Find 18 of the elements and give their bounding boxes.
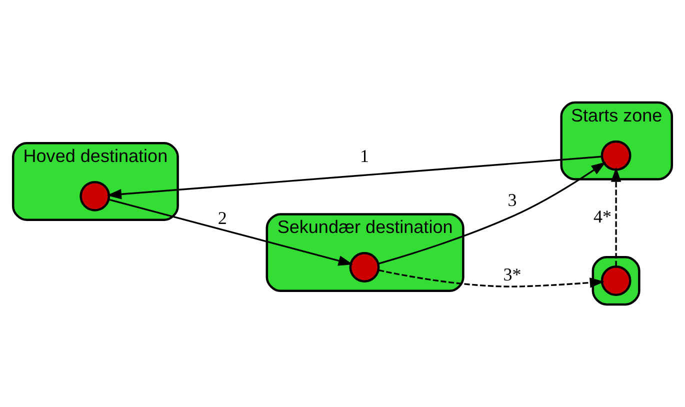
cluster: Sekundær destination [266,213,464,292]
cluster: Hoved destination [12,142,179,221]
node-circle [80,180,110,212]
edge-label: 3* [503,264,522,285]
edge-label: 4* [594,206,612,226]
node-circle [600,266,632,296]
cluster: Starts zone [560,101,674,180]
arrow [106,156,602,200]
edge-label: 3 [508,190,517,210]
cluster [592,256,640,306]
edge-label: 2 [218,208,227,228]
arrow [378,162,606,264]
node-circle [600,140,632,171]
node-circle [349,252,380,282]
edge-label: 1 [360,146,370,166]
arrow [610,167,622,266]
arrow [108,198,354,266]
arrow [378,269,605,288]
